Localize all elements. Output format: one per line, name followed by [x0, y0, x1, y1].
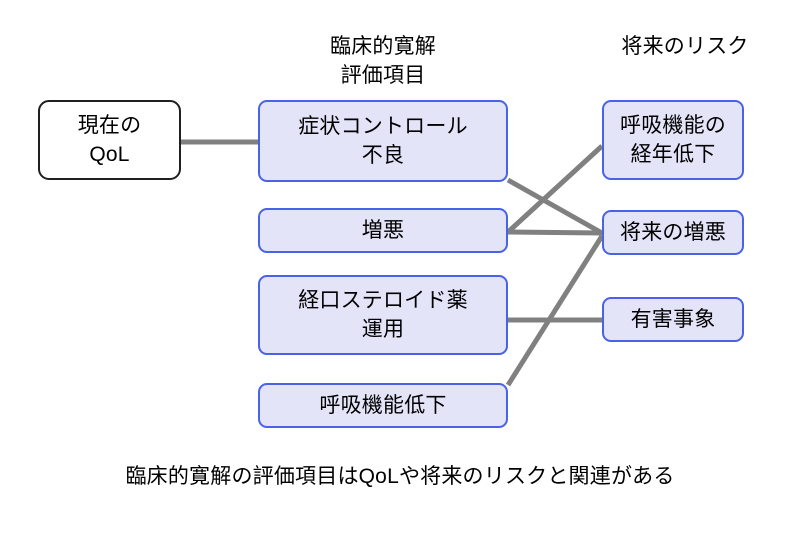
node-current-qol[interactable]: 現在の QoL — [38, 100, 181, 180]
node-oral-steroid[interactable]: 経口ステロイド薬 運用 — [258, 275, 508, 355]
column-header-future-risk: 将来のリスク — [621, 35, 749, 58]
node-lung-function-decline[interactable]: 呼吸機能低下 — [258, 383, 508, 428]
column-header-clinical-remission: 臨床的寛解 評価項目 — [330, 35, 436, 87]
node-exacerbation[interactable]: 増悪 — [258, 208, 508, 253]
node-adverse-events[interactable]: 有害事象 — [602, 297, 744, 342]
node-symptom-control[interactable]: 症状コントロール 不良 — [258, 100, 508, 182]
connector-exacerbation-to-annual-lung-decline — [506, 144, 604, 234]
node-future-exacerbation[interactable]: 将来の増悪 — [602, 210, 744, 255]
node-annual-lung-decline[interactable]: 呼吸機能の 経年低下 — [602, 100, 744, 180]
diagram-caption: 臨床的寛解の評価項目はQoLや将来のリスクと関連がある — [125, 465, 675, 488]
connector-symptom-control-to-future-exacerbation — [506, 177, 604, 236]
connector-exacerbation-to-future-exacerbation — [507, 229, 603, 236]
connector-lung-function-decline-to-future-exacerbation — [505, 234, 605, 387]
